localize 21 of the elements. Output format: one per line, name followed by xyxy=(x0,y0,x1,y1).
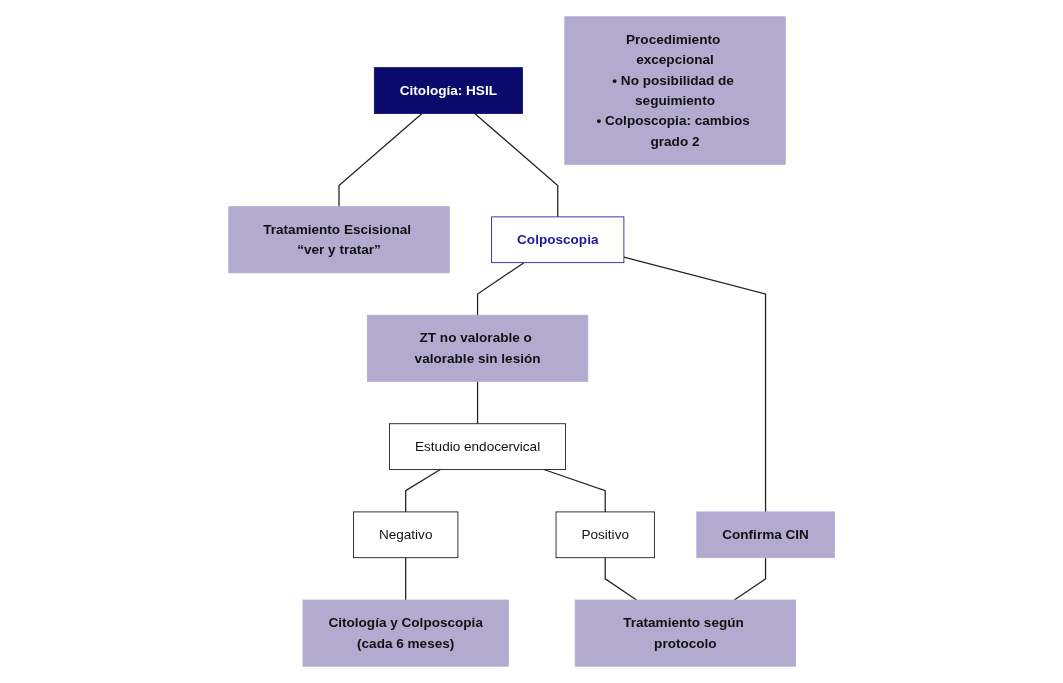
connector xyxy=(543,468,606,513)
connector xyxy=(476,380,479,425)
connector xyxy=(733,557,767,601)
node-box: Tratamiento Escisional “ver y tratar” xyxy=(228,206,450,274)
connector xyxy=(404,468,441,513)
node-box: Citología y Colposcopia (cada 6 meses) xyxy=(302,599,509,667)
connector xyxy=(476,262,525,316)
connector xyxy=(338,112,423,208)
connector xyxy=(623,256,767,513)
node-box: ZT no valorable o valorable sin lesión xyxy=(366,314,589,382)
node-box: Positivo xyxy=(555,511,655,559)
connector xyxy=(474,112,559,218)
node-box: Citología: HSIL xyxy=(373,67,523,114)
node-box: Procedimiento excepcional • No posibilidad de seguimiento • Colposcopia: cambios grado 2 xyxy=(564,16,786,165)
node-box: Confirma CIN xyxy=(696,511,835,559)
node-box: Negativo xyxy=(353,511,459,559)
node-box: Estudio endocervical xyxy=(389,423,566,470)
node-box: Tratamiento según protocolo xyxy=(574,599,796,667)
connector xyxy=(604,557,638,601)
connector xyxy=(404,557,407,601)
node-box: Colposcopia xyxy=(491,216,625,264)
